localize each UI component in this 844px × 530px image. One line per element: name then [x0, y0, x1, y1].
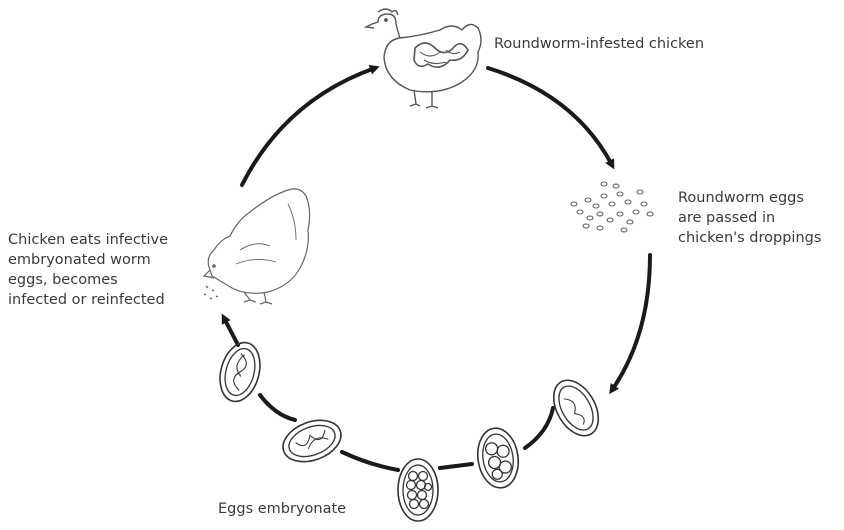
label-eggs-passed: Roundworm eggs are passed in chicken's d…	[678, 188, 821, 248]
label-eggs-passed-line-3: chicken's droppings	[678, 228, 821, 248]
arrow-to-embryonating	[612, 255, 650, 390]
arrow-to-chicken	[242, 68, 375, 185]
roundworm-eggs-droppings-icon	[571, 182, 653, 232]
egg-stage-4-icon	[277, 413, 346, 469]
label-eggs-passed-line-2: are passed in	[678, 208, 821, 228]
label-infested-chicken: Roundworm-infested chicken	[494, 34, 704, 54]
label-chicken-eats: Chicken eats infective embryonated worm …	[8, 230, 168, 310]
connector-eggs-4	[260, 395, 295, 420]
eating-chicken-icon	[204, 189, 310, 304]
label-eggs-passed-line-1: Roundworm eggs	[678, 188, 821, 208]
arrow-to-eating-chicken	[224, 318, 238, 345]
arrow-to-eggs	[488, 68, 612, 165]
embryonating-eggs	[214, 338, 608, 521]
label-eggs-embryonate: Eggs embryonate	[218, 499, 346, 519]
label-chicken-eats-line-4: infected or reinfected	[8, 290, 168, 310]
egg-stage-2-icon	[474, 426, 522, 491]
cycle-arrows	[224, 68, 650, 470]
label-chicken-eats-line-1: Chicken eats infective	[8, 230, 168, 250]
connector-eggs-2	[440, 464, 472, 468]
chicken-with-worms-icon	[366, 9, 481, 108]
label-chicken-eats-line-3: eggs, becomes	[8, 270, 168, 290]
egg-stage-3-icon	[398, 459, 438, 521]
connector-eggs-1	[525, 408, 553, 448]
connector-eggs-3	[342, 452, 398, 470]
label-chicken-eats-line-2: embryonated worm	[8, 250, 168, 270]
